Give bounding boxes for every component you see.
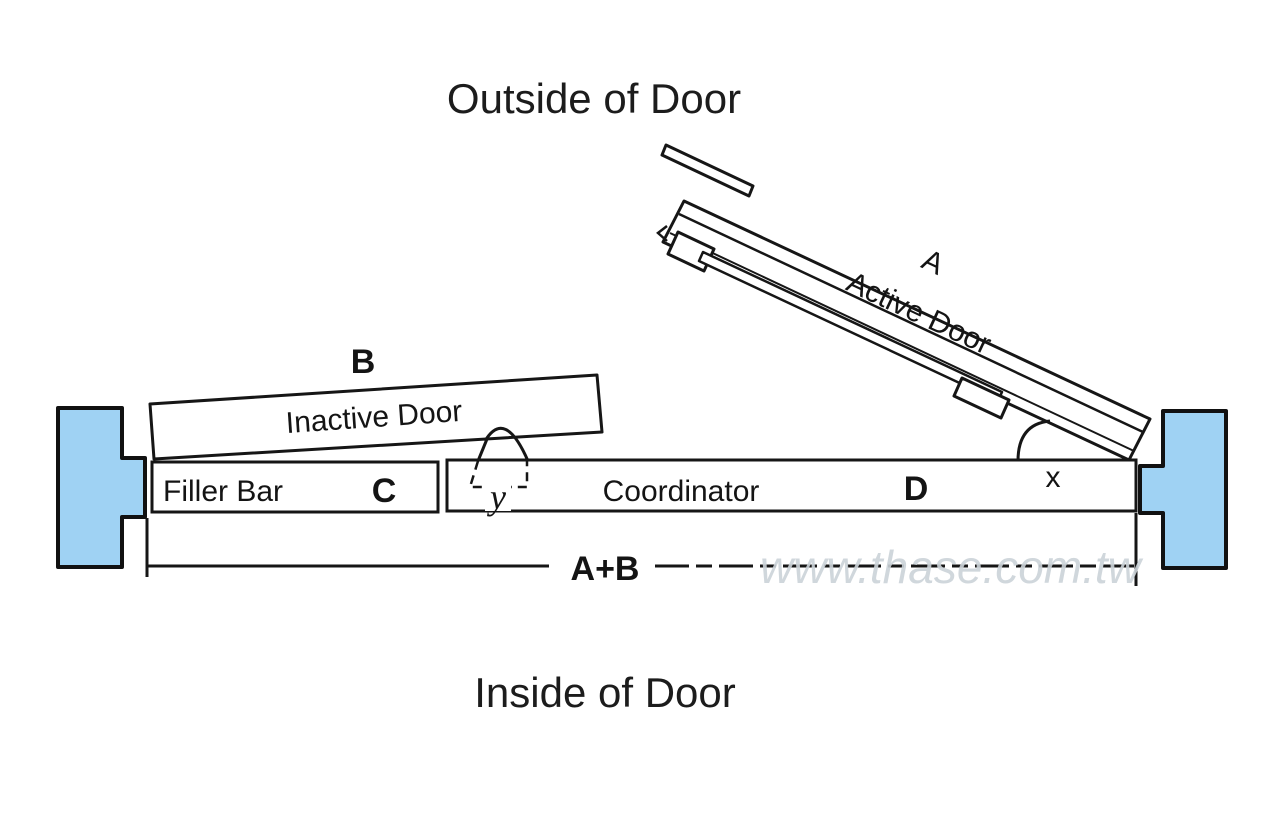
rod-guide bbox=[952, 376, 1011, 420]
astragal-strip bbox=[660, 143, 755, 198]
swing-arc-y-leg bbox=[476, 438, 489, 462]
coordinator-bar bbox=[445, 458, 1138, 513]
total-dim-a-plus-b: A+B bbox=[571, 550, 640, 588]
active-door-panel bbox=[661, 199, 1152, 462]
active-door-dim-a: A bbox=[917, 243, 949, 281]
coordinator-label: Coordinator bbox=[603, 475, 760, 508]
coordinator-dim-d: D bbox=[904, 470, 929, 508]
filler-bar bbox=[150, 460, 440, 514]
filler-bar-dim-c: C bbox=[372, 472, 397, 510]
inside-of-door-label: Inside of Door bbox=[474, 669, 735, 716]
swing-arc-y-dashed bbox=[468, 460, 529, 489]
filler-bar-label: Filler Bar bbox=[163, 475, 283, 508]
angle-y-label: y bbox=[487, 477, 506, 517]
left-frame-jamb bbox=[56, 406, 147, 569]
inactive-door bbox=[148, 373, 604, 461]
swing-arc-y bbox=[483, 427, 530, 462]
watermark-text: www.thase.com.tw bbox=[760, 541, 1144, 593]
door-edge-tip bbox=[656, 225, 668, 242]
swing-arc-x bbox=[1016, 419, 1051, 462]
right-frame-jamb bbox=[1138, 409, 1228, 570]
inactive-door-dim-b: B bbox=[351, 343, 376, 381]
active-door-inner-edge-line bbox=[669, 232, 1135, 452]
angle-x-label: x bbox=[1046, 461, 1061, 494]
active-door-face-line bbox=[678, 212, 1144, 434]
angle-y-label-mask bbox=[485, 480, 511, 511]
outside-of-door-label: Outside of Door bbox=[447, 75, 741, 122]
